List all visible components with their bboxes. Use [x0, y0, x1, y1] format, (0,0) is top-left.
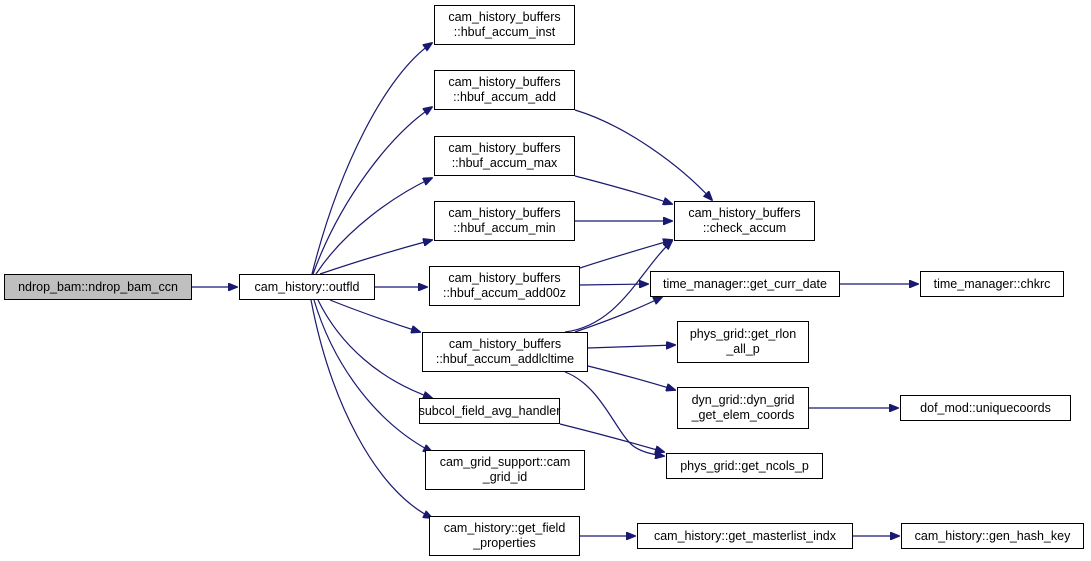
edge-addlcl-to-currdate	[574, 297, 662, 333]
node-label: cam_history::outfld	[254, 279, 360, 294]
node-hbuf-accum-min[interactable]: cam_history_buffers ::hbuf_accum_min	[434, 201, 575, 241]
edge-addlcl-to-ncols	[564, 371, 664, 456]
node-hbuf-accum-inst[interactable]: cam_history_buffers ::hbuf_accum_inst	[434, 5, 575, 45]
node-label: ::hbuf_accum_min	[453, 221, 556, 235]
edge-outfld-to-getfield	[310, 299, 432, 518]
edge-add00z-to-check	[579, 240, 672, 269]
node-label: ::hbuf_accum_inst	[453, 25, 556, 39]
edge-outfld-to-gridid	[313, 299, 432, 452]
node-label: ndrop_bam::ndrop_bam_ccn	[18, 279, 178, 294]
edge-addlcl-to-check	[564, 241, 672, 333]
node-uniquecoords[interactable]: dof_mod::uniquecoords	[900, 395, 1071, 421]
node-ndrop-bam-ccn[interactable]: ndrop_bam::ndrop_bam_ccn	[4, 274, 192, 300]
edge-outfld-to-min	[319, 240, 432, 275]
node-label: phys_grid::get_rlon	[689, 327, 797, 341]
edge-max-to-check	[574, 175, 672, 204]
node-hbuf-accum-add[interactable]: cam_history_buffers ::hbuf_accum_add	[434, 70, 575, 110]
edge-addlcl-to-elem	[587, 365, 675, 390]
node-label: ::hbuf_accum_addlcltime	[435, 352, 575, 366]
node-label: cam_grid_support::cam	[439, 455, 571, 469]
node-label: ::hbuf_accum_add	[453, 90, 556, 104]
node-label: cam_history_buffers	[448, 206, 561, 220]
node-label: dyn_grid::dyn_grid	[691, 393, 795, 407]
node-label: _all_p	[726, 342, 760, 356]
node-hbuf-accum-max[interactable]: cam_history_buffers ::hbuf_accum_max	[434, 136, 575, 176]
node-subcol-field-avg-handler[interactable]: subcol_field_avg_handler	[419, 398, 560, 424]
node-label: ::hbuf_accum_add00z	[442, 286, 566, 300]
node-hbuf-accum-addlcltime[interactable]: cam_history_buffers ::hbuf_accum_addlclt…	[422, 332, 588, 372]
node-outfld[interactable]: cam_history::outfld	[239, 274, 375, 300]
edge-outfld-to-max	[315, 178, 432, 275]
node-get-elem-coords[interactable]: dyn_grid::dyn_grid _get_elem_coords	[677, 387, 809, 429]
node-label: ::check_accum	[702, 221, 787, 235]
node-label: phys_grid::get_ncols_p	[680, 458, 809, 473]
node-check-accum[interactable]: cam_history_buffers ::check_accum	[674, 201, 815, 241]
node-label: _properties	[473, 536, 536, 550]
node-label: cam_history_buffers	[448, 75, 561, 89]
node-get-ncols-p[interactable]: phys_grid::get_ncols_p	[666, 453, 823, 479]
edge-addlcl-to-rlon	[587, 345, 675, 348]
edge-outfld-to-addlcl	[329, 299, 420, 332]
node-chkrc[interactable]: time_manager::chkrc	[920, 271, 1064, 297]
edge-add00z-to-currdate	[579, 284, 648, 285]
edge-add-to-check	[574, 109, 712, 200]
node-label: dof_mod::uniquecoords	[920, 400, 1051, 415]
node-label: time_manager::get_curr_date	[663, 276, 827, 291]
node-label: cam_history::get_field	[443, 521, 566, 535]
edge-outfld-to-add	[312, 107, 432, 275]
node-label: cam_history::get_masterlist_indx	[653, 528, 837, 543]
node-label: ::hbuf_accum_max	[451, 156, 558, 170]
node-get-curr-date[interactable]: time_manager::get_curr_date	[650, 271, 840, 297]
node-label: cam_history_buffers	[448, 271, 561, 285]
node-label: cam_history_buffers	[688, 206, 801, 220]
node-get-masterlist-indx[interactable]: cam_history::get_masterlist_indx	[637, 523, 853, 549]
node-hbuf-accum-add00z[interactable]: cam_history_buffers ::hbuf_accum_add00z	[429, 266, 580, 306]
node-label: subcol_field_avg_handler	[418, 403, 561, 418]
node-label: cam_history::gen_hash_key	[914, 528, 1071, 543]
node-label: cam_history_buffers	[448, 10, 561, 24]
node-get-rlon-all-p[interactable]: phys_grid::get_rlon _all_p	[677, 321, 809, 363]
node-label: cam_history_buffers	[448, 141, 561, 155]
node-label: time_manager::chkrc	[933, 276, 1051, 291]
node-label: _get_elem_coords	[691, 408, 795, 422]
node-get-field-properties[interactable]: cam_history::get_field _properties	[429, 516, 580, 556]
node-label: cam_history_buffers	[448, 337, 562, 351]
edge-outfld-to-subcol	[317, 299, 432, 398]
node-label: _grid_id	[482, 470, 528, 484]
edge-subcol-to-ncols	[559, 423, 664, 452]
node-gen-hash-key[interactable]: cam_history::gen_hash_key	[901, 523, 1084, 549]
node-cam-grid-id[interactable]: cam_grid_support::cam _grid_id	[425, 450, 585, 490]
edge-outfld-to-inst	[311, 43, 432, 275]
